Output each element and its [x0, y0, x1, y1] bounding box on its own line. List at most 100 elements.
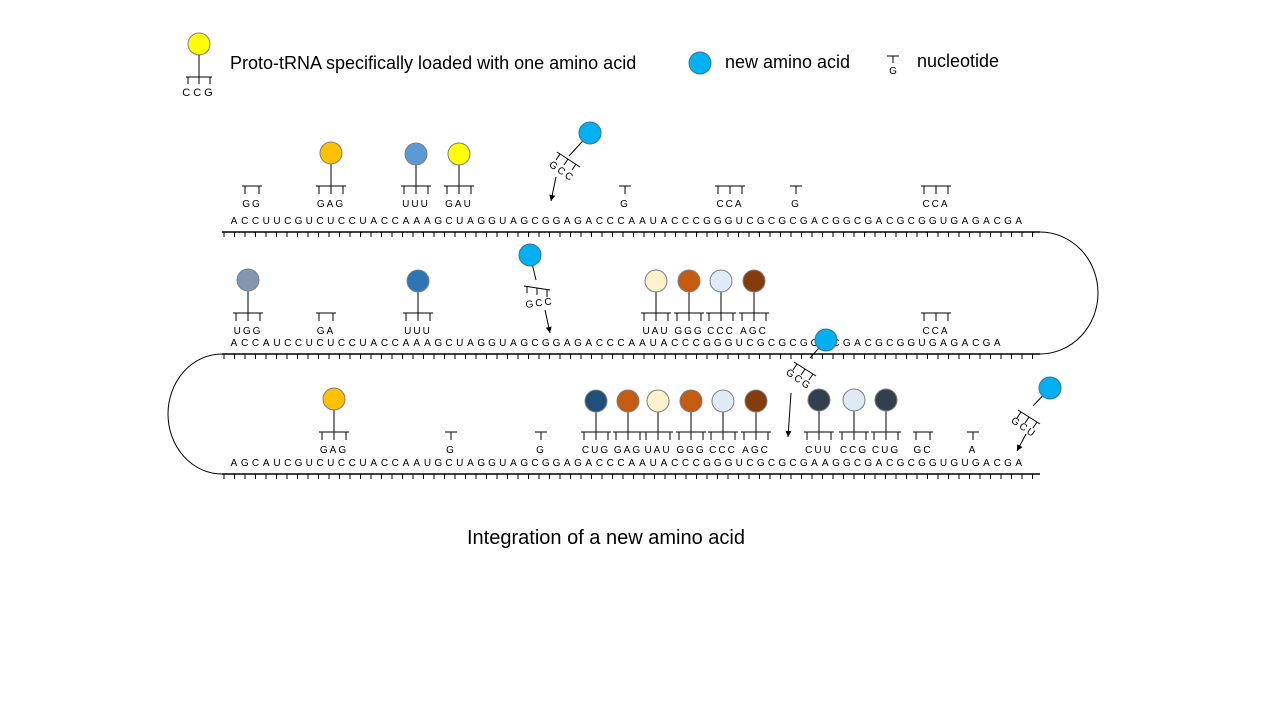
nucleotide-letter: G — [918, 458, 926, 469]
nucleotide-letter: G — [477, 338, 485, 349]
anticodon-label: UUU — [404, 326, 432, 337]
anticodon-label: G — [446, 445, 456, 456]
anticodon-label: AGC — [742, 445, 770, 456]
amino-acid-circle — [744, 389, 768, 413]
nucleotide-letter: U — [961, 458, 968, 469]
nucleotide-letter: G — [843, 338, 851, 349]
nucleotide-letter: G — [778, 216, 786, 227]
amino-acid-circle — [677, 269, 701, 293]
nucleotide-letter: U — [650, 216, 657, 227]
nucleotide-letter: C — [381, 216, 388, 227]
anticodon-label: GC — [914, 445, 933, 456]
nucleotide-letter: C — [252, 216, 259, 227]
nucleotide-letter: C — [768, 216, 775, 227]
nucleotide-letter: A — [585, 216, 592, 227]
nucleotide-letter: G — [1004, 216, 1012, 227]
trna-loaded: CUG — [871, 388, 901, 456]
nucleotide-letter: U — [327, 458, 334, 469]
nucleotide-letter: C — [617, 338, 624, 349]
nucleotide-letter: A — [424, 216, 431, 227]
trna-loaded: GGG — [674, 269, 704, 337]
trna-loaded: UUU — [403, 269, 433, 337]
trna-loaded: CCC — [706, 269, 736, 337]
trna-unloaded: CCA — [921, 185, 951, 210]
anticodon-label: GCC — [525, 296, 554, 311]
nucleotide-letter: C — [746, 216, 753, 227]
nucleotide-letter: C — [381, 458, 388, 469]
nucleotide-letter: C — [607, 338, 614, 349]
nucleotide-letter: U — [456, 216, 463, 227]
anticodon-label: CUU — [805, 445, 833, 456]
anticodon-label: CCC — [709, 445, 737, 456]
nucleotide-letter: G — [488, 338, 496, 349]
anticodon-label: CCC — [707, 326, 735, 337]
nucleotide-letter: C — [295, 338, 302, 349]
trna-loaded: UAU — [643, 389, 673, 456]
nucleotide-letter: A — [1015, 216, 1022, 227]
nucleotide-letter: G — [542, 458, 550, 469]
legend-nucleotide-label: nucleotide — [917, 51, 1000, 71]
legend-nucleotide-symbol: G — [887, 55, 899, 77]
nucleotide-letter: C — [338, 216, 345, 227]
nucleotide-letter: A — [983, 216, 990, 227]
nucleotide-letter: A — [639, 338, 646, 349]
nucleotide-letter: G — [929, 458, 937, 469]
nucleotide-letter: C — [671, 216, 678, 227]
nucleotide-letter: G — [553, 338, 561, 349]
nucleotide-letter: G — [477, 216, 485, 227]
nucleotide-letter: U — [499, 338, 506, 349]
nucleotide-letter: G — [875, 338, 883, 349]
nucleotide-letter: C — [596, 216, 603, 227]
nucleotide-letter: C — [682, 216, 689, 227]
nucleotide-letter: G — [800, 216, 808, 227]
nucleotide-letter: G — [907, 338, 915, 349]
nucleotide-letter: C — [607, 216, 614, 227]
anticodon-label: GG — [242, 199, 262, 210]
nucleotide-letter: C — [671, 338, 678, 349]
anticodon-label: AGC — [740, 326, 768, 337]
nucleotide-letter: A — [467, 338, 474, 349]
nucleotide-letter: C — [854, 216, 861, 227]
nucleotide-letter: A — [940, 338, 947, 349]
amino-acid-circle — [584, 389, 608, 413]
nucleotide-letter: A — [413, 338, 420, 349]
nucleotide-letter: G — [918, 216, 926, 227]
loop-left — [167, 353, 223, 475]
nucleotide-letter: C — [994, 458, 1001, 469]
amino-acid-circle — [319, 141, 343, 165]
nucleotide-letter: G — [574, 216, 582, 227]
nucleotide-letter: A — [811, 216, 818, 227]
anticodon-label: UGG — [234, 326, 263, 337]
amino-acid-circle — [406, 269, 430, 293]
trna-loaded: UAU — [641, 269, 671, 337]
nucleotide-letter: C — [392, 216, 399, 227]
nucleotide-letter: G — [832, 458, 840, 469]
trna-unloaded: CCA — [715, 185, 745, 210]
nucleotide-letter: U — [327, 216, 334, 227]
nucleotide-letter: G — [950, 458, 958, 469]
nucleotide-letter: G — [811, 338, 819, 349]
amino-acid-circle — [711, 389, 735, 413]
nucleotide-letter: U — [918, 338, 925, 349]
nucleotide-letter: G — [778, 458, 786, 469]
nucleotide-letter: G — [295, 216, 303, 227]
anticodon-label: A — [969, 445, 978, 456]
trna-loaded: UGG — [233, 268, 263, 337]
nucleotide-letter: G — [864, 216, 872, 227]
nucleotide-letter: U — [499, 458, 506, 469]
nucleotide-letter: C — [994, 216, 1001, 227]
nucleotide-letter: A — [467, 458, 474, 469]
nucleotide-letter: A — [370, 216, 377, 227]
nucleotide-letter: C — [693, 338, 700, 349]
nucleotide-letter: C — [445, 216, 452, 227]
new-amino-acid-circle — [518, 243, 542, 267]
nucleotide-letter: G — [972, 216, 980, 227]
nucleotide-letter: G — [434, 338, 442, 349]
nucleotide-letter: C — [607, 458, 614, 469]
nucleotide-letter: C — [284, 216, 291, 227]
nucleotide-letter: C — [682, 338, 689, 349]
nucleotide-letter: A — [585, 458, 592, 469]
insertion-arrow — [787, 392, 792, 438]
nucleotide-letter: A — [413, 216, 420, 227]
